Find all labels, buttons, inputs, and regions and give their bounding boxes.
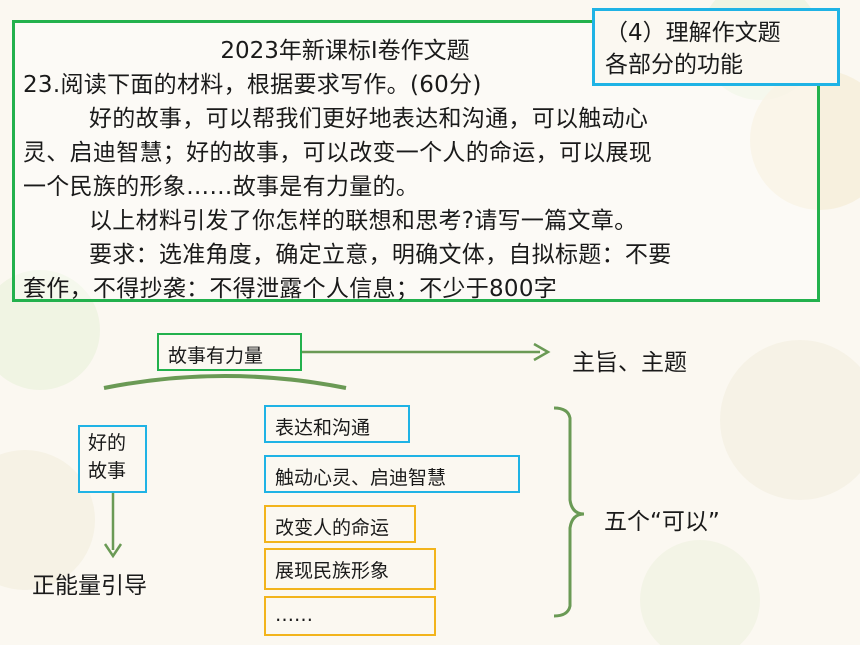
essay-prompt-box: 2023年新课标Ⅰ卷作文题 23.阅读下面的材料，根据要求写作。(60分) 好的… [12, 20, 820, 302]
item-box: 表达和沟通 [264, 405, 410, 443]
prompt-question: 23.阅读下面的材料，根据要求写作。(60分) [23, 72, 482, 98]
prompt-material-line: 灵、启迪智慧；好的故事，可以改变一个人的命运，可以展现 [23, 140, 653, 166]
item-box: …… [264, 596, 436, 636]
item-box: 改变人的命运 [264, 505, 416, 543]
section-topic-line: 各部分的功能 [605, 52, 743, 78]
prompt-title: 2023年新课标Ⅰ卷作文题 [220, 38, 470, 64]
good-story-line: 故事 [88, 460, 127, 482]
arrow-head [533, 342, 551, 362]
curly-brace [553, 406, 585, 618]
prompt-requirements: 要求：选准角度，确定立意，明确文体，自拟标题：不要 [89, 242, 672, 268]
five-can-label: 五个“可以” [604, 509, 720, 535]
core-idea-box: 故事有力量 [157, 333, 302, 371]
good-story-box: 好的 故事 [78, 425, 147, 493]
positive-energy-label: 正能量引导 [32, 573, 147, 599]
theme-label: 主旨、主题 [572, 350, 687, 376]
prompt-material-line: 一个民族的形象……故事是有力量的。 [23, 174, 420, 200]
section-topic-box: （4）理解作文题 各部分的功能 [592, 8, 840, 86]
item-box: 展现民族形象 [264, 548, 436, 590]
section-topic-line: （4）理解作文题 [605, 20, 781, 46]
arc-bracket [103, 374, 347, 390]
prompt-material-line: 好的故事，可以帮我们更好地表达和沟通，可以触动心 [89, 106, 649, 132]
item-box: 触动心灵、启迪智慧 [264, 455, 520, 493]
prompt-requirements: 套作，不得抄袭：不得泄露个人信息；不少于800字 [23, 276, 558, 302]
prompt-instruction: 以上材料引发了你怎样的联想和思考?请写一篇文章。 [89, 208, 638, 234]
good-story-line: 好的 [88, 432, 127, 454]
arrow-head [103, 543, 123, 559]
